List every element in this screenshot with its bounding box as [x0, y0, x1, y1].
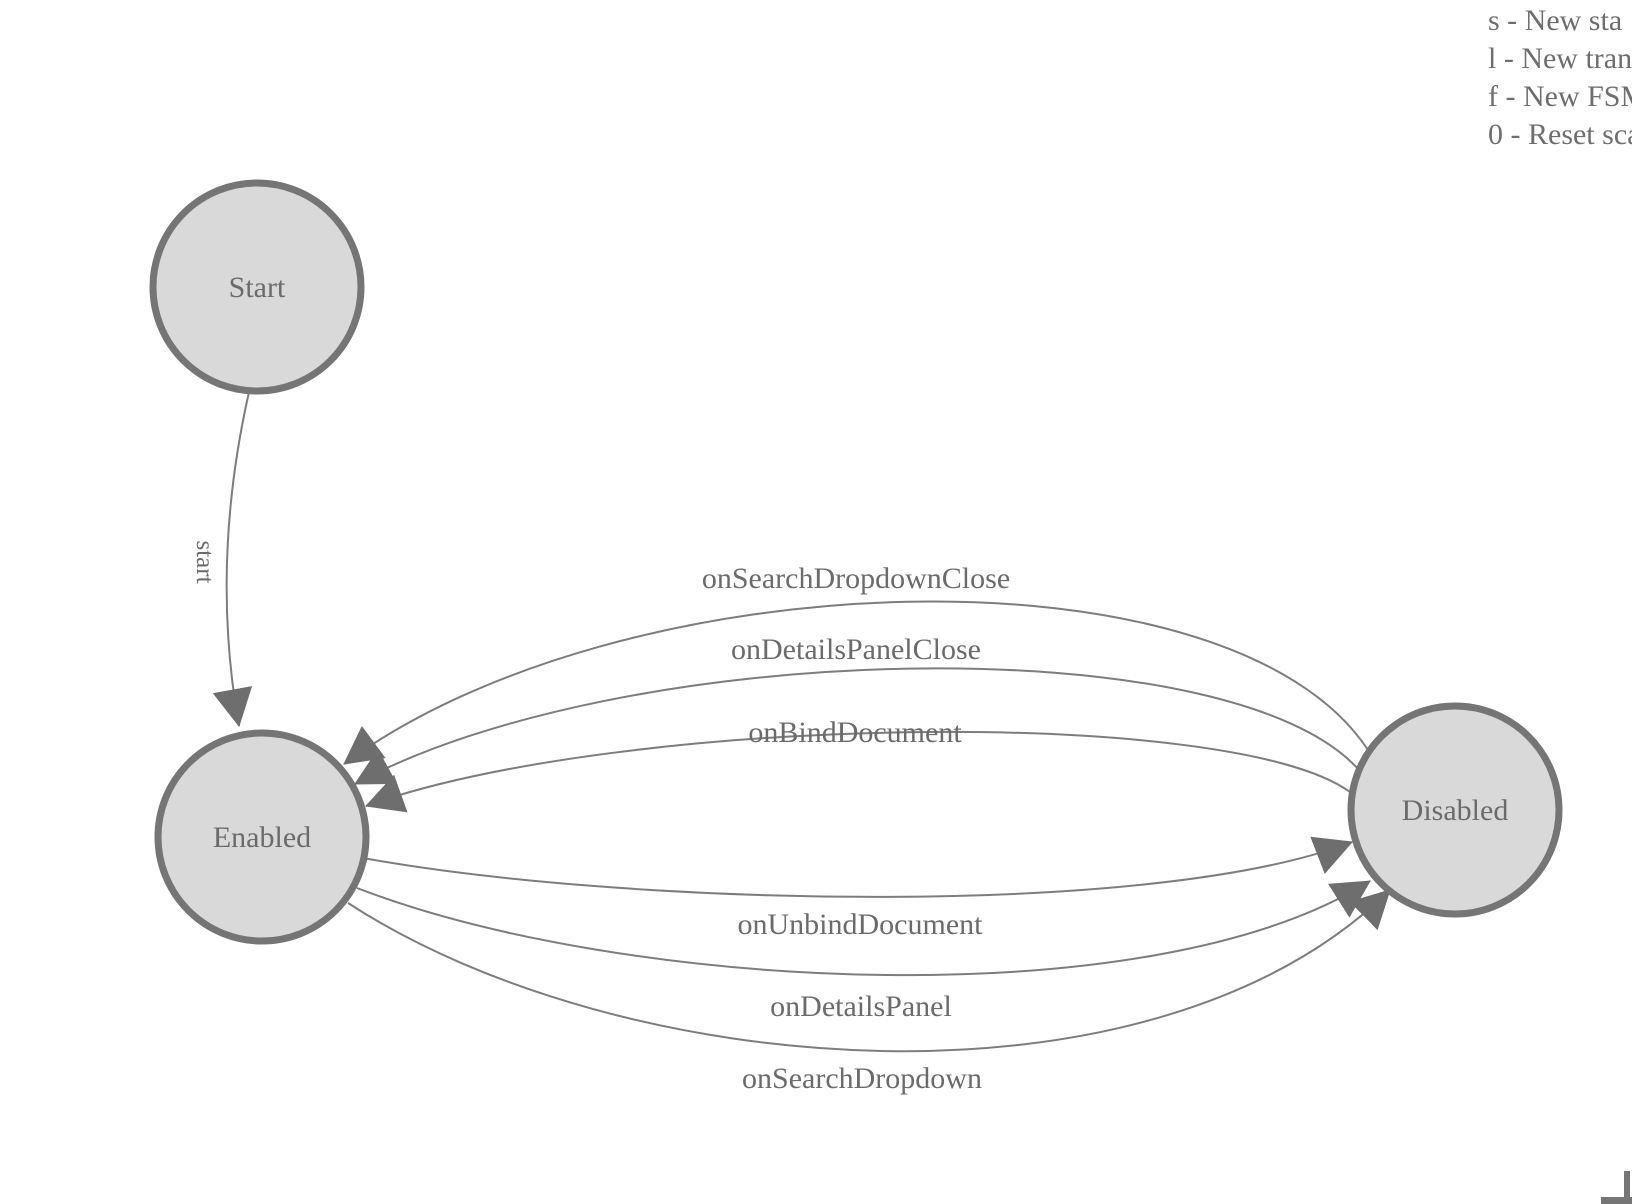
- edge-label-onDetailsPanelClose: onDetailsPanelClose: [731, 633, 981, 666]
- legend-line-new-transition: l - New tran: [1488, 42, 1632, 75]
- edge-onBindDocument[interactable]: [365, 730, 1351, 813]
- state-node-enabled-circle[interactable]: [154, 729, 370, 945]
- state-node-enabled[interactable]: Enabled: [154, 729, 370, 945]
- state-node-disabled[interactable]: Disabled: [1347, 702, 1563, 918]
- edge-onSearchDropdownClose[interactable]: [343, 600, 1369, 765]
- canvas-corner-bracket: [1624, 1171, 1630, 1204]
- edge-label-onSearchDropdownClose: onSearchDropdownClose: [702, 562, 1010, 595]
- edge-label-onDetailsPanel: onDetailsPanel: [770, 990, 952, 1023]
- state-node-enabled-label: Enabled: [213, 821, 311, 854]
- edge-label-layer: start onSearchDropdownClose onDetailsPan…: [191, 540, 1010, 1095]
- legend-line-reset: 0 - Reset sca: [1488, 118, 1632, 151]
- edge-onDetailsPanelClose[interactable]: [354, 667, 1360, 785]
- edge-start[interactable]: [212, 391, 253, 727]
- state-node-disabled-circle[interactable]: [1347, 702, 1563, 918]
- edge-label-start: start: [191, 540, 218, 583]
- edge-label-onUnbindDocument: onUnbindDocument: [738, 908, 984, 941]
- state-node-disabled-label: Disabled: [1402, 794, 1509, 827]
- shortcut-legend: s - New sta l - New tran f - New FSM 0 -…: [1488, 2, 1632, 154]
- state-node-start-circle[interactable]: [149, 179, 365, 395]
- edge-onSearchDropdown[interactable]: [347, 889, 1391, 1053]
- state-node-start-label: Start: [229, 271, 286, 304]
- canvas-corner-bracket: [1601, 1197, 1632, 1204]
- legend-line-new-state: s - New sta: [1488, 4, 1623, 37]
- state-node-start[interactable]: Start: [149, 179, 365, 395]
- edge-onDetailsPanel[interactable]: [356, 880, 1371, 977]
- edge-label-onBindDocument: onBindDocument: [748, 716, 962, 749]
- edge-onUnbindDocument[interactable]: [362, 836, 1353, 898]
- edge-label-onSearchDropdown: onSearchDropdown: [742, 1062, 982, 1095]
- legend-line-new-fsm: f - New FSM: [1488, 80, 1632, 113]
- edge-layer: [212, 391, 1391, 1053]
